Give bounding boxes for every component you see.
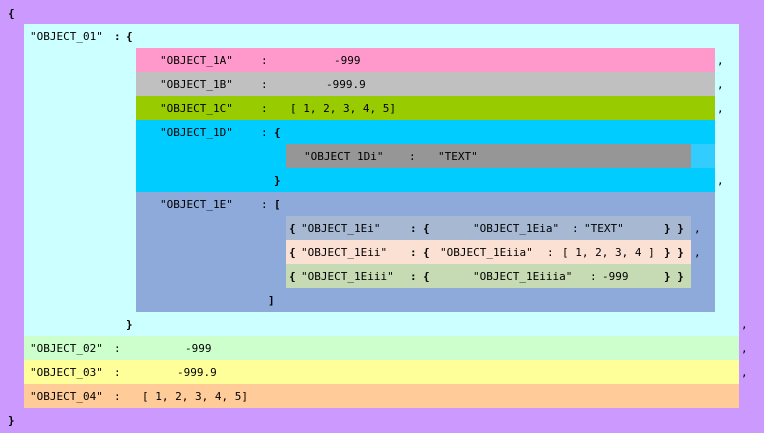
row-1a-block <box>136 48 715 72</box>
row-1c-block <box>136 96 715 120</box>
row-1eiii-close-braces: } } <box>664 270 684 283</box>
object-03-comma: , <box>741 366 748 379</box>
row-1e-open-bracket: [ <box>274 198 281 211</box>
row-1d-comma: , <box>717 174 724 187</box>
object-04-colon: : <box>114 390 121 403</box>
row-1a-colon: : <box>261 54 268 67</box>
row-1ei-sub-key: "OBJECT_1Eia" <box>473 222 560 235</box>
row-1c-key: "OBJECT_1C" <box>160 102 233 115</box>
row-1ei-colon: : <box>410 222 417 235</box>
object-01-open-brace: { <box>126 30 133 43</box>
object-02-block <box>24 336 739 360</box>
row-1eii-close-braces: } } <box>664 246 684 259</box>
row-1ei-open-brace: { <box>289 222 296 235</box>
row-1eii-key: "OBJECT_1Eii" <box>301 246 388 259</box>
root-open-brace: { <box>8 7 15 20</box>
object-02-comma: , <box>741 342 748 355</box>
row-1e-key: "OBJECT_1E" <box>160 198 233 211</box>
row-1eii-sub-value: [ 1, 2, 3, 4 ] <box>562 246 655 259</box>
row-1b-key: "OBJECT_1B" <box>160 78 233 91</box>
row-1eiii-inner-open-brace: { <box>423 270 430 283</box>
row-1eiii-sub-key: "OBJECT_1Eiiia" <box>473 270 573 283</box>
row-1b-block <box>136 72 715 96</box>
row-1di-key: "OBJECT 1Di" <box>304 150 384 163</box>
row-1di-value: "TEXT" <box>438 150 478 163</box>
object-04-value: [ 1, 2, 3, 4, 5] <box>142 390 248 403</box>
row-1eiii-block <box>286 264 691 288</box>
object-03-value: -999.9 <box>177 366 217 379</box>
row-1d-colon: : <box>261 126 268 139</box>
row-1d-key: "OBJECT_1D" <box>160 126 233 139</box>
row-1ei-block <box>286 216 691 240</box>
row-1ei-key: "OBJECT_1Ei" <box>301 222 381 235</box>
object-01-comma: , <box>741 318 748 331</box>
row-1a-comma: , <box>717 54 724 67</box>
row-1eiii-sub-colon: : <box>590 270 597 283</box>
row-1b-comma: , <box>717 78 724 91</box>
row-1b-value: -999.9 <box>326 78 366 91</box>
object-01-close-brace: } <box>126 318 133 331</box>
row-1di-stripe <box>691 144 715 168</box>
row-1d-close-brace: } <box>274 174 281 187</box>
object-04-key: "OBJECT_04" <box>30 390 103 403</box>
row-1ei-inner-open-brace: { <box>423 222 430 235</box>
object-03-key: "OBJECT_03" <box>30 366 103 379</box>
row-1d-open-brace: { <box>274 126 281 139</box>
row-1b-colon: : <box>261 78 268 91</box>
row-1eii-inner-open-brace: { <box>423 246 430 259</box>
row-1a-value: -999 <box>334 54 361 67</box>
row-1eii-comma: , <box>694 246 701 259</box>
row-1c-comma: , <box>717 102 724 115</box>
row-1ei-sub-value: "TEXT" <box>584 222 624 235</box>
row-1eiii-colon: : <box>410 270 417 283</box>
row-1ei-comma: , <box>694 222 701 235</box>
object-01-key: "OBJECT_01" <box>30 30 103 43</box>
row-1eii-sub-colon: : <box>547 246 554 259</box>
row-1eiii-key: "OBJECT_1Eiii" <box>301 270 394 283</box>
row-1a-key: "OBJECT_1A" <box>160 54 233 67</box>
row-1eiii-open-brace: { <box>289 270 296 283</box>
row-1e-close-bracket: ] <box>268 294 275 307</box>
row-1di-colon: : <box>409 150 416 163</box>
row-1ei-close-braces: } } <box>664 222 684 235</box>
object-04-block <box>24 384 739 408</box>
row-1eii-open-brace: { <box>289 246 296 259</box>
row-1ei-sub-colon: : <box>572 222 579 235</box>
row-1eii-colon: : <box>410 246 417 259</box>
object-03-colon: : <box>114 366 121 379</box>
root-close-brace: } <box>8 414 15 427</box>
row-1di-block <box>286 144 691 168</box>
row-1e-colon: : <box>261 198 268 211</box>
row-1eiii-sub-value: -999 <box>602 270 629 283</box>
object-02-colon: : <box>114 342 121 355</box>
object-02-key: "OBJECT_02" <box>30 342 103 355</box>
object-03-block <box>24 360 739 384</box>
row-1eii-sub-key: "OBJECT_1Eiia" <box>440 246 533 259</box>
row-1c-value: [ 1, 2, 3, 4, 5] <box>290 102 396 115</box>
object-01-colon: : <box>114 30 121 43</box>
row-1eii-block <box>286 240 691 264</box>
row-1c-colon: : <box>261 102 268 115</box>
object-02-value: -999 <box>185 342 212 355</box>
